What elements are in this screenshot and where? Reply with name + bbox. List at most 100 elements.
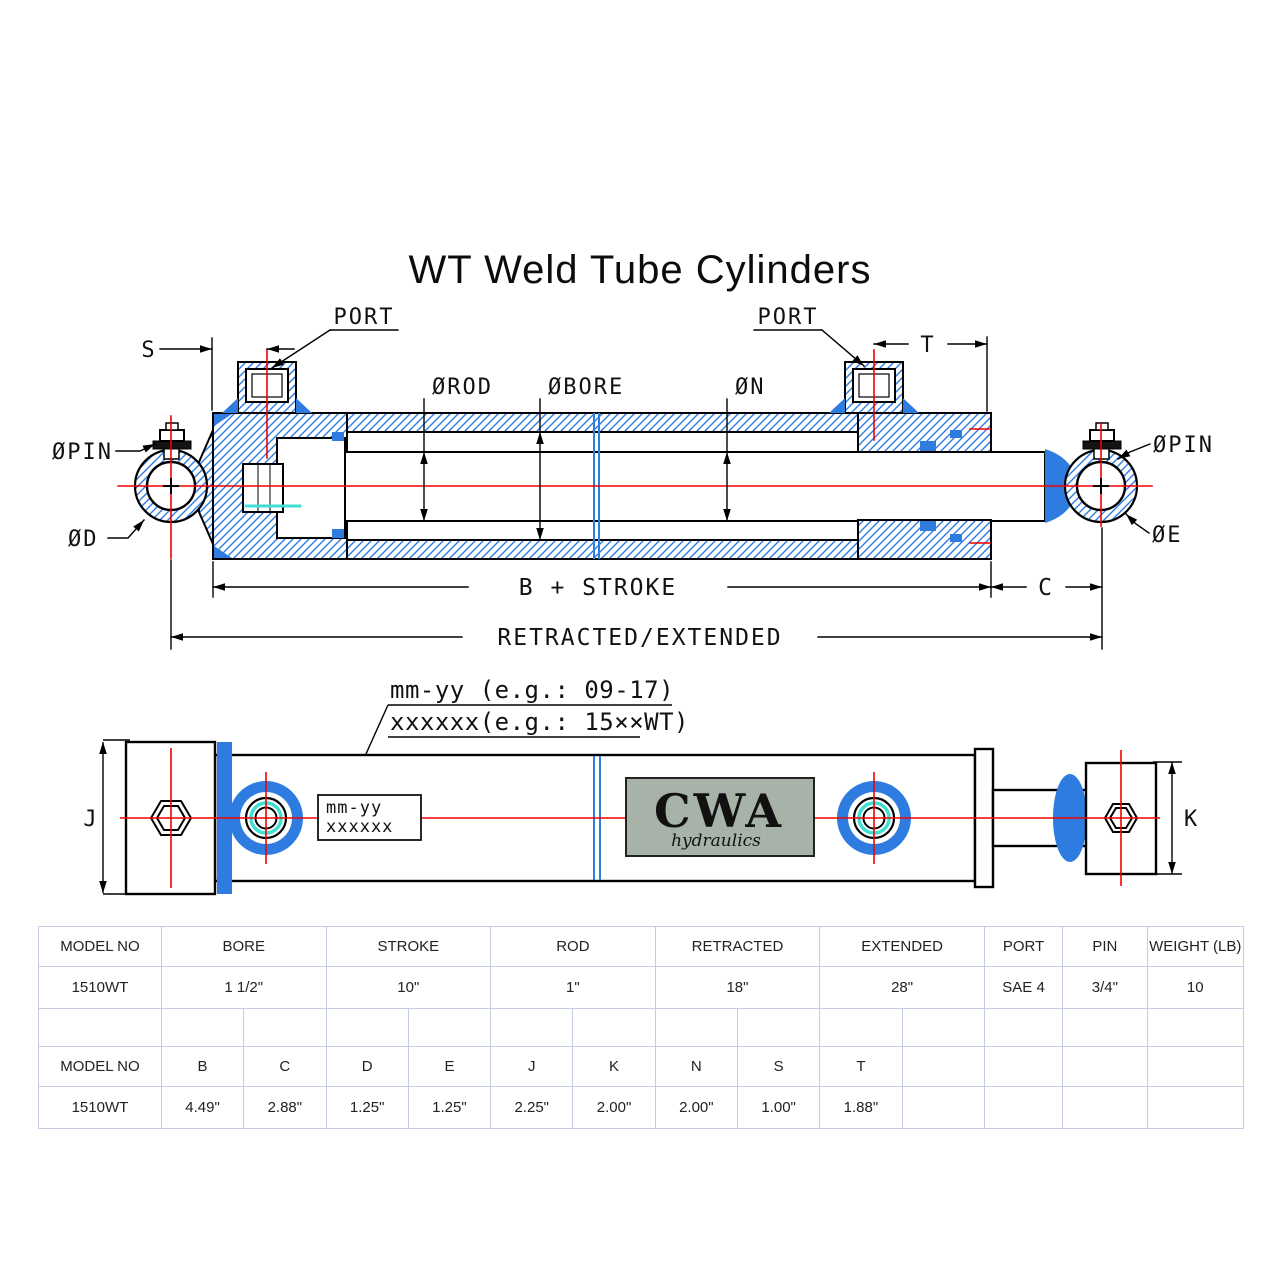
empty-cell xyxy=(1146,1086,1245,1129)
empty-cell xyxy=(490,1008,574,1047)
cylinder-spec-table: MODEL NO BORE STROKE ROD RETRACTED EXTEN… xyxy=(38,926,1245,1129)
spec-header-bore: BORE xyxy=(160,926,327,967)
empty-cell xyxy=(160,1008,245,1047)
empty-cell xyxy=(1146,1008,1245,1047)
spec-header-weight: WEIGHT (LB) xyxy=(1146,926,1245,967)
gland-seal xyxy=(950,430,962,438)
piston-seal xyxy=(332,432,344,441)
cell-bore: 1 1/2" xyxy=(160,966,327,1009)
empty-cell xyxy=(654,1008,738,1047)
spec-data-row: 1510WT 1 1/2" 10" 1" 18" 28" SAE 4 3/4" … xyxy=(38,966,1245,1009)
spec-header-retracted: RETRACTED xyxy=(654,926,821,967)
spec-header-extended: EXTENDED xyxy=(819,926,985,967)
right-pin-cap xyxy=(1095,422,1109,431)
date-stamp-box: mm-yy xxxxxx xyxy=(317,794,422,841)
right-pin-washer xyxy=(1082,440,1122,450)
weld-fillet xyxy=(214,414,232,426)
empty-cell xyxy=(819,1008,903,1047)
side-dimension-lines xyxy=(99,739,1182,895)
dim-k-label: K xyxy=(1184,807,1199,832)
logo-brand-text: CWA xyxy=(654,784,784,838)
dim-header-t: T xyxy=(819,1046,903,1087)
piston xyxy=(276,437,346,539)
spec-header-row: MODEL NO BORE STROKE ROD RETRACTED EXTEN… xyxy=(38,926,1245,967)
dim-e-label: ØE xyxy=(1152,523,1183,548)
dim-header-n: N xyxy=(654,1046,738,1087)
spec-header-port: PORT xyxy=(983,926,1064,967)
empty-cell xyxy=(1146,1046,1245,1087)
dim-t-label: T xyxy=(920,333,935,358)
left-pin-washer xyxy=(152,440,192,450)
left-pin-nut xyxy=(159,429,185,442)
empty-cell xyxy=(243,1008,327,1047)
left-pin-cap xyxy=(165,422,179,431)
dim-header-j: J xyxy=(490,1046,574,1087)
port-label-right: PORT xyxy=(758,305,819,330)
centerlines xyxy=(117,349,1153,559)
cell-c: 2.88" xyxy=(243,1086,327,1129)
dim-data-row: 1510WT 4.49" 2.88" 1.25" 1.25" 2.25" 2.0… xyxy=(38,1086,1245,1129)
cell-pin: 3/4" xyxy=(1062,966,1148,1009)
spacer-row xyxy=(38,1008,1245,1047)
dim-header-d: D xyxy=(325,1046,409,1087)
empty-cell xyxy=(983,1008,1064,1047)
stamp-note-line1: mm-yy (e.g.: 09-17) xyxy=(390,676,674,704)
weld-fillet xyxy=(829,398,845,413)
cell-b: 4.49" xyxy=(160,1086,245,1129)
spec-tables: MODEL NO BORE STROKE ROD RETRACTED EXTEN… xyxy=(38,926,1245,1129)
dim-header-c: C xyxy=(243,1046,327,1087)
cell-model: 1510WT xyxy=(38,966,162,1009)
weld-fillet xyxy=(296,398,312,413)
side-right-hex-pin xyxy=(1103,803,1139,833)
gland-seal xyxy=(920,441,936,451)
stamp-note-line2: xxxxxx(e.g.: 15××WT) xyxy=(390,708,689,736)
cell-weight: 10 xyxy=(1146,966,1245,1009)
piston-seal xyxy=(332,529,344,538)
gland-seal xyxy=(950,534,962,542)
empty-cell xyxy=(407,1008,492,1047)
empty-cell xyxy=(983,1046,1064,1087)
empty-cell xyxy=(901,1008,985,1047)
weld-fillet xyxy=(214,546,232,558)
cell-n: 2.00" xyxy=(654,1086,738,1129)
dim-pin-label-right: ØPIN xyxy=(1153,433,1214,458)
empty-cell xyxy=(901,1046,985,1087)
dim-b-stroke-label: B + STROKE xyxy=(519,575,677,601)
dim-d-label: ØD xyxy=(68,527,99,552)
rod-nut xyxy=(242,463,284,513)
empty-cell xyxy=(736,1008,821,1047)
empty-cell xyxy=(1062,1008,1148,1047)
dimension-lines xyxy=(107,329,1151,650)
page-title: WT Weld Tube Cylinders xyxy=(408,248,872,292)
dim-header-k: K xyxy=(572,1046,656,1087)
spec-header-stroke: STROKE xyxy=(325,926,492,967)
empty-cell xyxy=(1062,1086,1148,1129)
cylinder-drawing: PORT PORT S T ØROD ØBORE ØN ØPIN ØD ØPIN… xyxy=(52,305,1214,896)
empty-cell xyxy=(572,1008,656,1047)
logo-sub-text: hydraulics xyxy=(671,831,761,851)
cell-s: 1.00" xyxy=(736,1086,821,1129)
dim-n-label: ØN xyxy=(735,375,766,400)
cell-stroke: 10" xyxy=(325,966,492,1009)
empty-cell xyxy=(983,1086,1064,1129)
stamp-note: mm-yy (e.g.: 09-17) xxxxxx(e.g.: 15××WT) xyxy=(347,676,689,795)
spec-header-model: MODEL NO xyxy=(38,926,162,967)
cell-j: 2.25" xyxy=(490,1086,574,1129)
empty-cell xyxy=(325,1008,409,1047)
dim-header-s: S xyxy=(736,1046,821,1087)
cell-rod: 1" xyxy=(490,966,656,1009)
dim-bore-label: ØBORE xyxy=(548,375,624,400)
cell-model: 1510WT xyxy=(38,1086,162,1129)
dim-s-label: S xyxy=(141,338,156,363)
dim-retracted-extended-label: RETRACTED/EXTENDED xyxy=(497,625,782,651)
dim-header-b: B xyxy=(160,1046,245,1087)
dim-header-e: E xyxy=(407,1046,492,1087)
dim-header-row: MODEL NO B C D E J K N S T xyxy=(38,1046,1245,1087)
spec-header-pin: PIN xyxy=(1062,926,1148,967)
cell-t: 1.88" xyxy=(819,1086,903,1129)
section-view: PORT PORT S T ØROD ØBORE ØN ØPIN ØD ØPIN… xyxy=(52,305,1214,651)
weld-fillet xyxy=(903,398,919,413)
dim-header-model: MODEL NO xyxy=(38,1046,162,1087)
cell-e: 1.25" xyxy=(407,1086,492,1129)
